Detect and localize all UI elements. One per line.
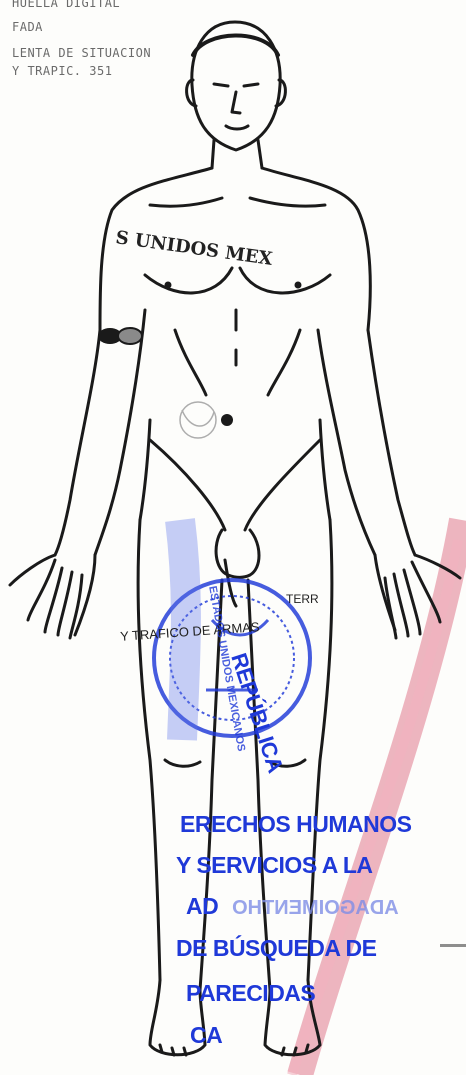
- scan-artifact: [440, 944, 466, 947]
- stamp-line: Y SERVICIOS A LA: [176, 852, 373, 879]
- stamp-line: PARECIDAS: [186, 980, 315, 1007]
- stamp-reversed-text: ADAGOIMENTHO: [232, 897, 399, 920]
- stamp-line: AD: [186, 893, 218, 920]
- stamp-line: CA: [190, 1022, 222, 1049]
- stamp-line: ERECHOS HUMANOS: [180, 811, 411, 838]
- overlay-text: TERR: [286, 592, 319, 606]
- stamp-line: DE BÚSQUEDA DE: [176, 935, 376, 962]
